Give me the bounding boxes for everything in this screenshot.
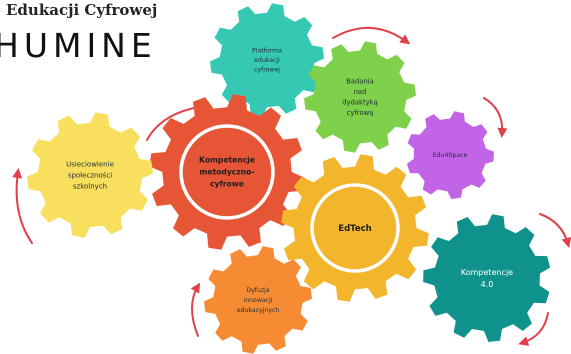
- gear-label-badania: dydaktyką: [342, 99, 378, 107]
- gear-edtech: EdTech: [281, 154, 429, 302]
- subtitle: Edukacji Cyfrowej: [6, 1, 158, 19]
- gear-shape-edtech: [281, 154, 429, 302]
- arrow-edu4space-to-k40: [539, 213, 571, 248]
- gear-label-platforma: Platforma: [252, 48, 282, 55]
- gear-ring-edtech: [310, 183, 400, 273]
- gear-label-dyfuzja: edukacyjnych: [237, 307, 280, 314]
- gear-dyfuzja: Dyfuzja innowacji edukacyjnych: [204, 246, 312, 354]
- gear-label-usieciowienie: szkolnych: [73, 183, 107, 191]
- gear-label-edu4space: Edu4Space: [433, 152, 468, 159]
- gear-label-platforma: edukacji: [254, 57, 280, 64]
- gear-label-kompetencje-40: 4.0: [481, 280, 494, 289]
- gear-usieciowienie: Usieciowienie społeczności szkolnych: [27, 112, 153, 238]
- gear-platforma: Platforma edukacji cyfrowej: [210, 3, 324, 117]
- gear-label-edtech: EdTech: [338, 224, 371, 234]
- gear-shape-kompetencje-metodyczno: [149, 94, 305, 250]
- gear-label-dyfuzja: Dyfuzja: [246, 287, 269, 294]
- gear-label-kompetencje-metodyczno: Kompetencje: [199, 156, 255, 165]
- gear-badania: Badania nad dydaktyką cyfrową: [304, 41, 416, 153]
- gear-shape-platforma: [210, 3, 324, 117]
- gear-label-platforma: cyfrowej: [254, 67, 280, 74]
- gear-shape-badania: [304, 41, 416, 153]
- arrow-usieciowienie-loop: [12, 168, 33, 244]
- gear-ring-kompetencje-metodyczno: [179, 124, 275, 220]
- gear-label-usieciowienie: społeczności: [68, 172, 112, 180]
- gear-label-badania: nad: [354, 88, 367, 96]
- gear-shape-edu4space: [406, 111, 494, 199]
- arrow-badania-to-edu4space: [483, 97, 508, 138]
- gear-label-kompetencje-metodyczno: metodyczno-: [200, 168, 255, 177]
- gear-label-dyfuzja: innowacji: [243, 297, 272, 304]
- brand-title: HUMINE: [0, 26, 157, 65]
- gear-kompetencje-40: Kompetencje 4.0: [423, 214, 551, 342]
- gear-kompetencje-metodyczno: Kompetencje metodyczno-cyfrowe: [149, 94, 305, 250]
- gear-label-badania: Badania: [346, 78, 374, 86]
- gear-label-usieciowienie: Usieciowienie: [66, 161, 114, 169]
- gear-shape-usieciowienie: [27, 112, 153, 238]
- arrow-k40-to-dyfuzja: [518, 312, 549, 346]
- gear-shape-dyfuzja: [204, 246, 312, 354]
- arrow-platforma-to-badania: [332, 27, 411, 45]
- gear-label-kompetencje-metodyczno: cyfrowe: [210, 180, 244, 189]
- gear-label-badania: cyfrową: [347, 109, 374, 117]
- gear-edu4space: Edu4Space: [406, 111, 494, 199]
- gear-label-kompetencje-40: Kompetencje: [461, 268, 513, 277]
- arrow-dyfuzja-to-usieciowienie: [190, 282, 201, 337]
- gear-shape-kompetencje-40: [423, 214, 551, 342]
